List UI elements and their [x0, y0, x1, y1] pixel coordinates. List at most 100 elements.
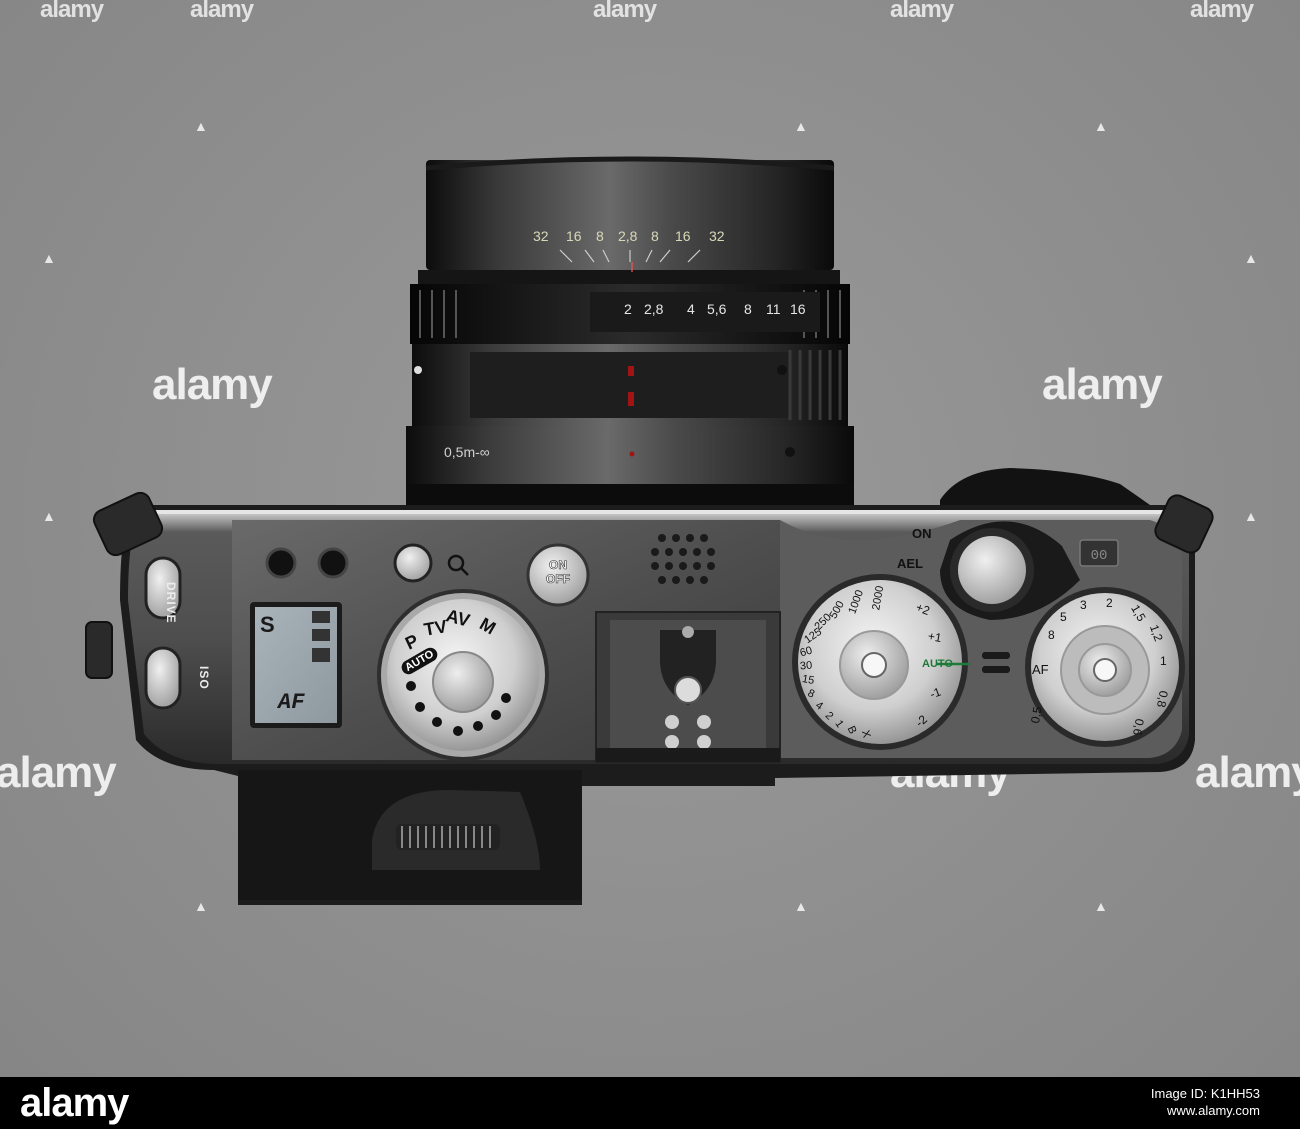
watermark: alamy [1042, 360, 1163, 409]
watermark-mark: ▲ [194, 118, 208, 134]
watermark-mark: ▲ [1244, 508, 1258, 524]
watermark-mark: ▲ [794, 898, 808, 914]
dof-value: 32 [709, 228, 725, 244]
watermark-mark: ▲ [42, 250, 56, 266]
drive-label: DRIVE [164, 582, 178, 624]
footer-logo: alamy [20, 1081, 129, 1125]
watermark-mark: ▲ [42, 508, 56, 524]
focus-label: 0,5 [1028, 705, 1045, 725]
focus-mark-red [628, 366, 634, 376]
ev-label: AUTO [922, 658, 953, 670]
shutter-label: X [858, 728, 873, 740]
watermark-footer: alamy Image ID: K1HH53 www.alamy.com [0, 1077, 1300, 1129]
shutter-label: 8 [805, 687, 817, 701]
focus-label: 3 [1080, 598, 1087, 612]
watermark: alamy [1190, 0, 1254, 23]
hot-shoe-contact [674, 676, 702, 704]
watermark: alamy [1195, 748, 1300, 797]
watermark-mark: ▲ [1244, 250, 1258, 266]
aperture-value: 8 [744, 301, 752, 317]
watermark: alamy [0, 748, 117, 797]
speaker-grille [651, 534, 715, 584]
focus-label: 2 [1106, 596, 1113, 610]
power-on-text: ON [549, 558, 568, 573]
image-id: Image ID: K1HH53 [1150, 1086, 1260, 1101]
command-wheel [396, 824, 500, 850]
lens-ring [418, 270, 840, 284]
shutter-label: 1 [832, 718, 846, 730]
focus-label: 5 [1060, 610, 1067, 624]
focus-label: 0,8 [1154, 689, 1171, 709]
power-button-label[interactable]: ON OFF [538, 558, 578, 587]
lcd-mode-indicator: S [260, 612, 275, 637]
ev-label: -1 [927, 684, 943, 702]
dof-value: 8 [596, 228, 604, 244]
aperture-value: 4 [687, 301, 695, 317]
dof-value: 8 [651, 228, 659, 244]
dof-value: 16 [675, 228, 691, 244]
watermark-mark: ▲ [1094, 118, 1108, 134]
watermark: alamy [593, 0, 657, 23]
watermark: alamy [40, 0, 104, 23]
watermark-mark: ▲ [1094, 898, 1108, 914]
ael-label: AEL [897, 556, 923, 571]
mode-label-p: P [402, 630, 422, 654]
camera-top-view: 00 [85, 156, 1214, 905]
site-url: www.alamy.com [1167, 1103, 1260, 1118]
dof-value: 16 [566, 228, 582, 244]
mode-dial-labels[interactable]: M AV TV P AUTO [380, 592, 548, 760]
watermark-mark: ▲ [794, 118, 808, 134]
shutter-label: 2 [822, 709, 836, 723]
mode-label-m: M [476, 613, 500, 639]
magnifier-icon [447, 554, 465, 572]
viewfinder-hump [940, 468, 1150, 505]
frame-counter [1079, 539, 1119, 567]
focus-label: 0,6 [1130, 717, 1147, 737]
shutter-label: 4 [813, 699, 826, 713]
watermark: alamy [890, 0, 954, 23]
playback-button [393, 543, 433, 583]
selftimer-lamp [265, 547, 297, 579]
shutter-label: 15 [801, 673, 816, 687]
mode-label-av: AV [443, 605, 472, 631]
lcd-af-indicator: AF [278, 690, 305, 715]
shutter-label: 60 [798, 644, 814, 660]
iso-button [144, 646, 182, 710]
aperture-value: 2,8 [644, 301, 664, 317]
dof-value: 2,8 [618, 228, 638, 244]
power-button [526, 543, 590, 607]
focus-label: 8 [1048, 628, 1055, 642]
watermark: alamy [190, 0, 254, 23]
ev-label: -2 [912, 712, 930, 730]
aperture-value: 5,6 [707, 301, 727, 317]
iso-label: ISO [197, 666, 211, 690]
focus-range-label: 0,5m-∞ [444, 444, 490, 460]
watermark-mark: ▲ [194, 898, 208, 914]
ev-label: +1 [926, 628, 943, 646]
drive-button [144, 556, 182, 620]
focus-label-af: AF [1032, 662, 1049, 677]
aperture-value: 16 [790, 301, 806, 317]
shutter-label: 2000 [870, 584, 887, 612]
focus-dial-labels[interactable]: AF 8 5 3 2 1,5 1,2 1 0,8 0,6 0,5 [1026, 588, 1186, 748]
dof-value: 32 [533, 228, 549, 244]
ev-label: +2 [914, 600, 932, 618]
footer-info: Image ID: K1HH53 www.alamy.com [1151, 1085, 1260, 1119]
shutter-label: 1000 [846, 588, 867, 616]
svg-text:00: 00 [1091, 548, 1108, 564]
aperture-value: 11 [766, 301, 781, 317]
exposure-comp-labels[interactable]: +2 +1 AUTO -1 -2 [900, 590, 980, 750]
side-dial [85, 621, 113, 679]
focus-label: 1 [1160, 654, 1167, 668]
aperture-value: 2 [624, 301, 632, 317]
shutter-label: B [844, 724, 859, 736]
aperture-scale[interactable]: 2 2,8 4 5,6 8 11 16 [624, 301, 824, 319]
shutter-button [958, 536, 1026, 604]
power-off-text: OFF [546, 572, 571, 587]
focus-label: 1,2 [1146, 622, 1166, 644]
depth-of-field-scale: 32 16 8 2,8 8 16 32 [533, 228, 733, 246]
focus-label: 1,5 [1128, 602, 1149, 624]
flash-lamp [317, 547, 349, 579]
on-label: ON [912, 526, 932, 541]
